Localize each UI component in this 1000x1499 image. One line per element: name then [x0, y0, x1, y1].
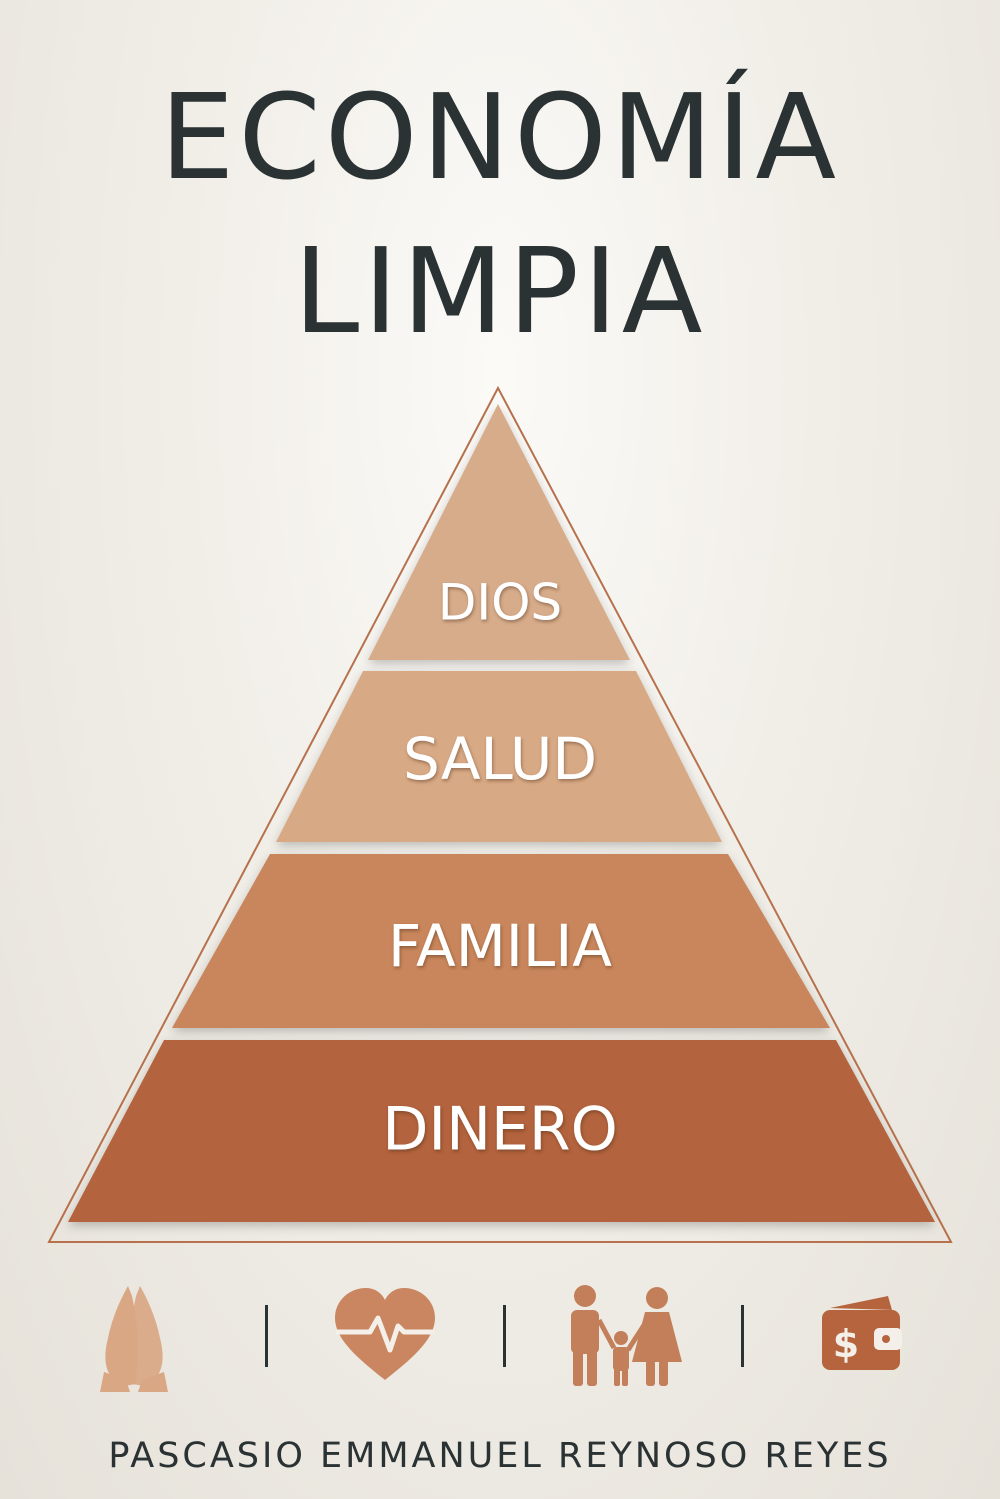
pyramid-outline: [47, 385, 953, 1243]
pyramid-layer-dios: [368, 404, 630, 660]
book-title-line-2: LIMPIA: [293, 222, 707, 360]
family-icon: [571, 1285, 682, 1386]
wallet-dollar-icon: $: [822, 1296, 902, 1370]
pyramid-layer-dinero: [68, 1040, 935, 1222]
author-name: PASCASIO EMMANUEL REYNOSO REYES: [108, 1436, 892, 1476]
icon-row: $: [100, 1285, 902, 1392]
pyramid-diagram: DIOS SALUD FAMILIA DINERO: [47, 385, 953, 1243]
pyramid-layer-salud: [276, 671, 722, 842]
pyramid-layer-familia: [172, 854, 830, 1028]
layer-label-dios: DIOS: [438, 574, 562, 632]
heart-pulse-icon: [335, 1288, 435, 1380]
layer-label-familia: FAMILIA: [388, 912, 612, 980]
icon-divider: [503, 1305, 506, 1367]
icon-divider: [741, 1305, 744, 1367]
praying-hands-icon: [100, 1286, 168, 1392]
icon-divider: [265, 1305, 268, 1367]
svg-text:$: $: [833, 1322, 859, 1366]
layer-label-dinero: DINERO: [382, 1095, 618, 1165]
book-title-line-1: ECONOMÍA: [159, 68, 841, 206]
layer-label-salud: SALUD: [403, 725, 597, 793]
